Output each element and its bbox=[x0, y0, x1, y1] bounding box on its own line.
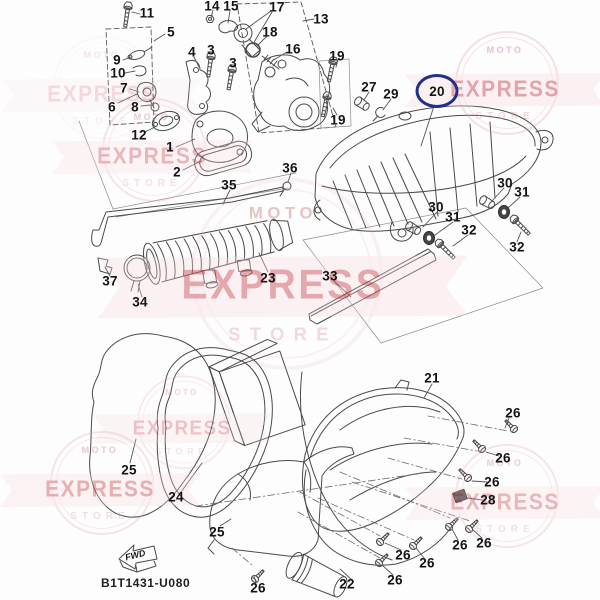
callout-37: 37 bbox=[102, 273, 118, 289]
callout-31: 31 bbox=[445, 209, 461, 225]
callout-11: 11 bbox=[139, 5, 155, 21]
callout-25: 25 bbox=[121, 462, 137, 478]
callout-26: 26 bbox=[495, 450, 511, 466]
callout-25: 25 bbox=[209, 524, 225, 540]
outer-cover-25 bbox=[89, 333, 216, 518]
callout-30: 30 bbox=[497, 175, 513, 191]
callout-1: 1 bbox=[166, 139, 174, 155]
snorkel-22 bbox=[285, 551, 348, 598]
callout-9: 9 bbox=[113, 52, 121, 68]
clip-29 bbox=[372, 106, 386, 122]
callout-17: 17 bbox=[269, 0, 285, 15]
callout-5: 5 bbox=[167, 24, 175, 40]
callout-19: 19 bbox=[330, 112, 346, 128]
callout-26: 26 bbox=[476, 535, 492, 551]
fwd-arrow-label: FWD bbox=[124, 548, 147, 563]
cover-21 bbox=[300, 371, 465, 566]
grommet-31b bbox=[498, 205, 510, 219]
callout-10: 10 bbox=[110, 65, 126, 81]
callout-23: 23 bbox=[260, 270, 276, 286]
callout-19: 19 bbox=[329, 48, 345, 64]
callout-26: 26 bbox=[419, 555, 435, 571]
callout-36: 36 bbox=[282, 160, 298, 176]
flange-12 bbox=[151, 110, 181, 132]
callout-31: 31 bbox=[514, 184, 530, 200]
callout-20: 20 bbox=[415, 74, 459, 108]
callout-32: 32 bbox=[509, 239, 525, 255]
callout-26: 26 bbox=[250, 580, 266, 596]
callout-3: 3 bbox=[207, 42, 215, 58]
callout-3: 3 bbox=[229, 55, 237, 71]
callout-4: 4 bbox=[188, 44, 196, 60]
callout-6: 6 bbox=[108, 99, 116, 115]
callout-7: 7 bbox=[120, 80, 128, 96]
callout-26: 26 bbox=[387, 572, 403, 588]
callout-12: 12 bbox=[131, 127, 147, 143]
inner-cover-25 bbox=[207, 446, 355, 557]
callout-28: 28 bbox=[480, 492, 496, 508]
callout-30: 30 bbox=[428, 199, 444, 215]
callout-13: 13 bbox=[313, 11, 329, 27]
callout-8: 8 bbox=[131, 99, 139, 115]
callout-35: 35 bbox=[221, 177, 237, 193]
funnel-17 bbox=[233, 23, 253, 43]
callout-21: 21 bbox=[424, 370, 440, 386]
callout-18: 18 bbox=[262, 24, 278, 40]
callout-26: 26 bbox=[452, 537, 468, 553]
callout-26: 26 bbox=[484, 474, 500, 490]
callout-24: 24 bbox=[168, 489, 184, 505]
mount-hardware bbox=[403, 194, 533, 262]
fwd-arrow: FWD bbox=[118, 544, 158, 573]
callout-34: 34 bbox=[132, 294, 148, 310]
callout-33: 33 bbox=[322, 268, 338, 284]
callout-14: 14 bbox=[204, 0, 220, 14]
callout-26: 26 bbox=[395, 547, 411, 563]
callout-27: 27 bbox=[361, 79, 377, 95]
callout-29: 29 bbox=[383, 86, 399, 102]
bracket-4 bbox=[185, 59, 211, 115]
grommet-31a bbox=[423, 231, 435, 245]
oring-18 bbox=[245, 42, 261, 58]
callout-26: 26 bbox=[505, 405, 521, 421]
callout-22: 22 bbox=[339, 576, 355, 592]
callout-15: 15 bbox=[223, 0, 239, 14]
throttle-body-13 bbox=[253, 54, 331, 131]
callout-16: 16 bbox=[285, 41, 301, 57]
callout-32: 32 bbox=[461, 222, 477, 238]
callout-2: 2 bbox=[173, 164, 181, 180]
part-code-label: B1T1431-U080 bbox=[101, 576, 191, 590]
